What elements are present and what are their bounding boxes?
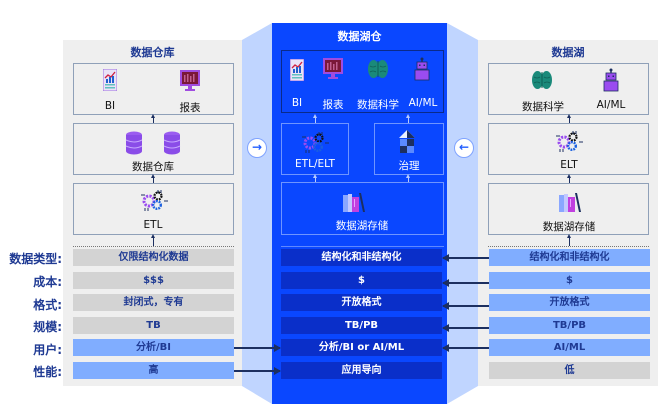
users-arrow-from-warehouse bbox=[234, 344, 281, 352]
datalake-cell-cost: $ bbox=[489, 272, 650, 289]
warehouse-arrow-3 bbox=[151, 234, 155, 246]
brain-icon bbox=[368, 60, 388, 78]
warehouse-cell-users: 分析/BI bbox=[73, 339, 234, 356]
lakehouse-consumers-box bbox=[281, 50, 444, 113]
row-labels: 数据类型: 成本: 格式: 规模: 用户: 性能: bbox=[0, 0, 62, 409]
row-label-cost: 成本: bbox=[33, 275, 62, 289]
datalake-cell-format: 开放格式 bbox=[489, 294, 650, 311]
warehouse-arrow-1 bbox=[151, 114, 155, 123]
row-label-format: 格式: bbox=[33, 298, 62, 312]
users-arrow-from-datalake bbox=[442, 344, 489, 352]
lakehouse-cell-data-type: 结构化和非结构化 bbox=[281, 249, 442, 266]
lakehouse-arrow-2 bbox=[406, 114, 410, 123]
cost-arrow-from-datalake bbox=[442, 279, 489, 287]
datalake-elt-label: ELT bbox=[560, 159, 578, 171]
warehouse-cell-performance: 高 bbox=[73, 362, 234, 379]
row-label-data-type: 数据类型: bbox=[9, 252, 62, 266]
row-label-scale: 规模: bbox=[33, 320, 62, 334]
datalake-elt-box bbox=[488, 123, 649, 175]
lakehouse-arrow-3 bbox=[313, 174, 317, 182]
lakehouse-aiml-label: AI/ML bbox=[408, 97, 438, 109]
lakehouse-divider bbox=[281, 246, 444, 247]
database-icon bbox=[163, 131, 181, 155]
report-monitor-icon bbox=[180, 70, 200, 91]
performance-arrow-from-warehouse bbox=[234, 367, 281, 375]
brain-icon bbox=[532, 71, 552, 89]
arrow-right-button[interactable]: → bbox=[247, 138, 267, 158]
datalake-arrow-2 bbox=[567, 174, 571, 183]
warehouse-title: 数据仓库 bbox=[130, 46, 175, 59]
warehouse-etl-box bbox=[73, 183, 234, 235]
datalake-arrow-3 bbox=[567, 234, 571, 246]
format-arrow-from-datalake bbox=[442, 302, 489, 310]
lakehouse-bi-label: BI bbox=[291, 97, 303, 109]
datalake-datascience-label: 数据科学 bbox=[522, 101, 564, 113]
lakehouse-cell-performance: 应用导向 bbox=[281, 362, 442, 379]
gears-icon bbox=[302, 132, 329, 153]
warehouse-etl-label: ETL bbox=[143, 219, 163, 231]
row-label-performance: 性能: bbox=[33, 365, 62, 379]
lakehouse-governance-label: 治理 bbox=[398, 160, 420, 172]
warehouse-storage-label: 数据仓库 bbox=[132, 161, 174, 173]
datalake-consumers-box bbox=[488, 63, 649, 115]
lakehouse-arrow-4 bbox=[406, 174, 410, 182]
books-icon bbox=[343, 193, 365, 212]
lakehouse-title: 数据湖仓 bbox=[337, 30, 382, 43]
arrow-left-button[interactable]: ← bbox=[454, 138, 474, 158]
gears-icon bbox=[556, 131, 583, 152]
lakehouse-cell-cost: $ bbox=[281, 272, 442, 289]
row-label-users: 用户: bbox=[33, 343, 62, 357]
bi-chart-icon bbox=[103, 69, 117, 91]
robot-icon bbox=[603, 68, 619, 92]
warehouse-bi-label: BI bbox=[104, 100, 116, 112]
datalake-arrow-1 bbox=[567, 114, 571, 123]
lakehouse-report-label: 报表 bbox=[322, 99, 344, 111]
warehouse-report-label: 报表 bbox=[179, 102, 201, 114]
puzzle-icon bbox=[399, 130, 415, 153]
datalake-storage-label: 数据湖存储 bbox=[542, 221, 596, 233]
datalake-cell-scale: TB/PB bbox=[489, 317, 650, 334]
scale-arrow-from-datalake bbox=[442, 324, 489, 332]
warehouse-cell-cost: $$$ bbox=[73, 272, 234, 289]
datalake-title: 数据湖 bbox=[551, 46, 585, 59]
lakehouse-storage-box bbox=[281, 182, 444, 235]
warehouse-divider bbox=[73, 246, 234, 247]
datalake-divider bbox=[488, 246, 649, 247]
warehouse-arrow-2 bbox=[151, 174, 155, 183]
lakehouse-etl-label: ETL/ELT bbox=[295, 158, 335, 170]
lakehouse-datascience-label: 数据科学 bbox=[357, 99, 399, 111]
lakehouse-cell-scale: TB/PB bbox=[281, 317, 442, 334]
datalake-aiml-label: AI/ML bbox=[596, 99, 626, 111]
lakehouse-storage-label: 数据湖存储 bbox=[335, 220, 389, 232]
report-monitor-icon bbox=[323, 58, 343, 79]
datalake-cell-data-type: 结构化和非结构化 bbox=[489, 249, 650, 266]
datalake-cell-performance: 低 bbox=[489, 362, 650, 379]
warehouse-cell-scale: TB bbox=[73, 317, 234, 334]
warehouse-cell-data-type: 仅限结构化数据 bbox=[73, 249, 234, 266]
bi-chart-icon bbox=[290, 59, 304, 81]
datalake-cell-users: AI/ML bbox=[489, 339, 650, 356]
lakehouse-cell-users: 分析/BI or AI/ML bbox=[281, 339, 442, 356]
gears-icon bbox=[141, 190, 168, 211]
data-type-arrow-from-datalake bbox=[442, 254, 489, 262]
lakehouse-arrow-1 bbox=[313, 114, 317, 123]
warehouse-cell-format: 封闭式，专有 bbox=[73, 294, 234, 311]
books-icon bbox=[559, 193, 581, 212]
lakehouse-cell-format: 开放格式 bbox=[281, 294, 442, 311]
database-icon bbox=[125, 131, 143, 155]
robot-icon bbox=[414, 57, 430, 81]
